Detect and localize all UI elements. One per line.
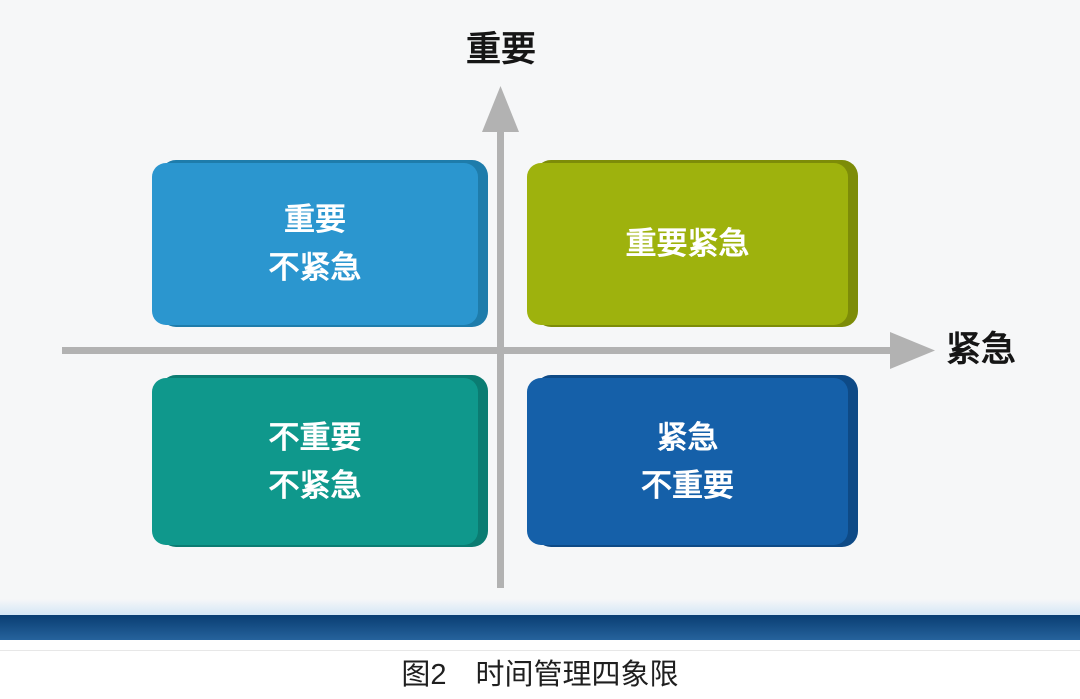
quadrant-face: 重要 不紧急 [152, 163, 478, 325]
footer-hairline [0, 650, 1080, 651]
quadrant-label-line: 不紧急 [268, 467, 362, 503]
bottom-divider-bar [0, 615, 1080, 640]
quadrant-not-important-not-urgent: 不重要 不紧急 [152, 375, 488, 547]
horizontal-axis-line [62, 347, 894, 354]
quadrant-label-line: 紧急 [656, 419, 719, 455]
quadrant-label-line: 不重要 [641, 467, 734, 503]
quadrant-important-urgent: 重要紧急 [527, 160, 858, 327]
quadrant-label-line: 重要紧急 [625, 226, 750, 261]
quadrant-label-line: 重要 [284, 202, 346, 237]
diagram-canvas: 重要 紧急 重要 不紧急 重要紧急 不重要 不紧急 [0, 30, 1080, 615]
y-axis-label: 重要 [465, 30, 536, 69]
quadrant-urgent-not-important: 紧急 不重要 [527, 375, 858, 547]
quadrant-face: 紧急 不重要 [527, 378, 848, 545]
caption-area: 图2 时间管理四象限 [0, 640, 1080, 699]
x-axis-label: 紧急 [946, 330, 1017, 369]
quadrant-important-not-urgent: 重要 不紧急 [152, 160, 488, 327]
quadrant-label-line: 不重要 [268, 419, 362, 455]
horizontal-axis-arrow-icon [890, 332, 935, 369]
figure-caption: 图2 时间管理四象限 [401, 659, 679, 691]
quadrant-face: 重要紧急 [527, 163, 848, 325]
vertical-axis-line [497, 126, 504, 588]
canvas-bottom-glow [0, 599, 1080, 615]
quadrant-label-line: 不紧急 [268, 250, 362, 285]
vertical-axis-arrow-icon [482, 86, 519, 132]
quadrant-face: 不重要 不紧急 [152, 378, 478, 545]
